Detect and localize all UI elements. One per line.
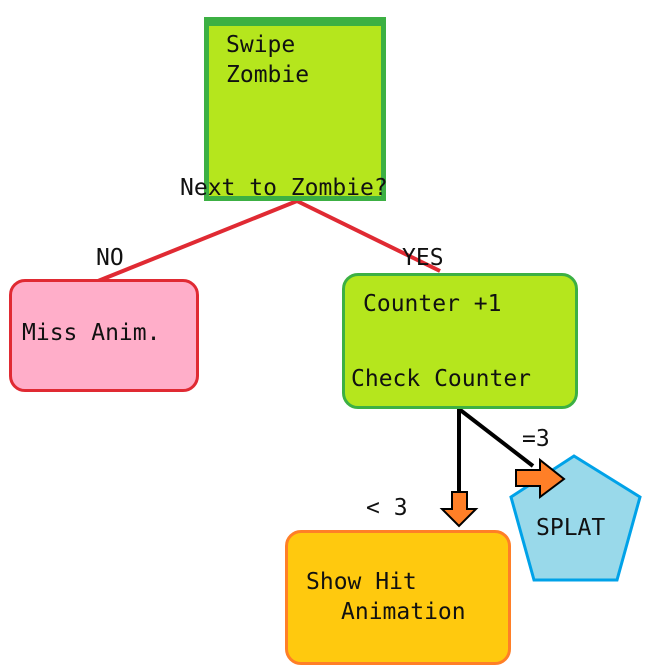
yes-branch-line [296,199,441,273]
no-label: NO [96,245,124,271]
show-hit-line2: Animation [341,599,466,625]
show-hit-animation-node [285,530,511,665]
miss-anim-node [9,279,199,392]
right-arrow-icon [515,457,566,499]
equals-label: =3 [522,426,550,452]
yes-label: YES [402,245,444,271]
down-arrow-icon [439,491,479,528]
no-branch-line [97,199,298,283]
show-hit-line1: Show Hit [306,569,417,595]
swipe-zombie-line2: Zombie [226,62,310,88]
equals-line [457,407,535,468]
swipe-zombie-node [204,17,386,201]
less-than-label: < 3 [366,495,408,521]
splat-label: SPLAT [536,515,606,541]
miss-anim-label: Miss Anim. [22,320,161,346]
swipe-zombie-line1: Swipe [226,32,296,58]
counter-node [342,273,578,409]
counter-line1: Counter +1 [363,291,502,317]
decision-question: Next to Zombie? [180,175,388,201]
counter-line2: Check Counter [351,366,532,392]
